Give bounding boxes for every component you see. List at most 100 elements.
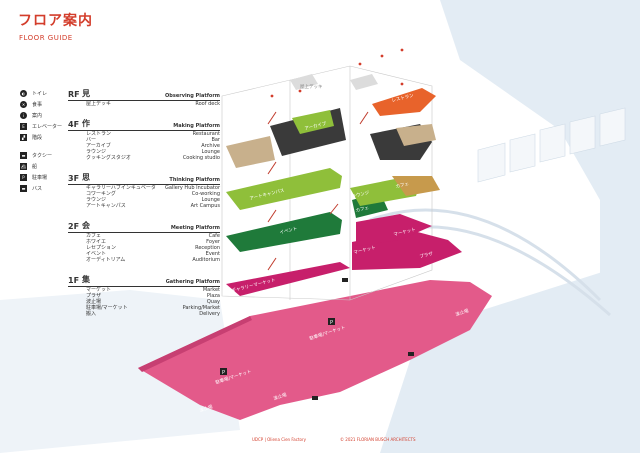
- floor-facility: マーケット Market: [68, 287, 220, 293]
- floor-1f: [226, 214, 462, 296]
- floor-number: 1F: [68, 276, 80, 285]
- legend-item: ⛴船: [20, 161, 62, 172]
- floor-facility: ホワイエ Foyer: [68, 239, 220, 245]
- facility-jp: アーカイブ: [86, 143, 111, 149]
- svg-text:P: P: [222, 370, 225, 376]
- elevator-icon: E: [20, 123, 27, 130]
- facility-jp: ホワイエ: [86, 239, 106, 245]
- facility-en: Reception: [195, 245, 220, 251]
- legend-label: トイレ: [32, 91, 48, 97]
- facility-en: Co-working: [191, 191, 220, 197]
- facility-en: Auditorium: [192, 257, 220, 263]
- floor-facility: バー Bar: [68, 137, 220, 143]
- legend-label: 食事: [32, 102, 43, 108]
- floor-facility: ラウンジ Lounge: [68, 149, 220, 155]
- legend-item: ▞ 階段: [20, 132, 62, 143]
- facility-en: Foyer: [206, 239, 220, 245]
- facility-en: Market: [202, 287, 220, 293]
- floor-kanji: 会: [82, 221, 90, 230]
- floor-platform: Thinking Platform: [169, 177, 220, 183]
- food-icon: ✕: [20, 101, 27, 108]
- floor-number: RF: [68, 90, 80, 99]
- label-plaza: プラザ: [419, 251, 434, 260]
- label-roof: 屋上デッキ: [300, 83, 323, 90]
- floor-kanji: 思: [82, 173, 90, 182]
- floor-platform: Gathering Platform: [165, 279, 220, 285]
- stairs-icon: ▞: [20, 134, 27, 141]
- facility-jp: レストラン: [86, 131, 112, 137]
- legend-label: 階段: [32, 135, 43, 141]
- facility-jp: クッキングスタジオ: [86, 155, 131, 161]
- facility-jp: ギャラリーハブインキュベータ: [86, 185, 156, 191]
- facility-en: Archive: [201, 143, 220, 149]
- facility-jp: レセプション: [86, 245, 117, 251]
- legend-label: エレベーター: [32, 124, 63, 130]
- floor-facility: レセプション Reception: [68, 245, 220, 251]
- facility-en: Event: [205, 251, 220, 257]
- floor-platform: Observing Platform: [165, 93, 220, 99]
- floor-number: 2F: [68, 222, 80, 231]
- label-quay-1: 波止場: [454, 307, 469, 318]
- legend-label: バス: [32, 186, 43, 192]
- facility-en: Bar: [211, 137, 220, 143]
- facility-en: Restaurant: [192, 131, 220, 137]
- facility-jp: 搬入: [86, 311, 97, 317]
- floor-facility: コワーキング Co-working: [68, 191, 220, 197]
- footer-left: UDCP | Oliena Cien Factory: [252, 437, 306, 442]
- facility-jp: プラザ: [86, 293, 102, 299]
- legend-item: ✕ 食事: [20, 99, 62, 110]
- facility-jp: オーディトリアム: [86, 257, 126, 263]
- legend-label: 案内: [32, 113, 43, 119]
- label-cafe-3f: カフェ: [395, 181, 410, 190]
- facility-jp: マーケット: [86, 287, 112, 293]
- facility-en: Plaza: [206, 293, 220, 299]
- legend-item: ◐ トイレ: [20, 88, 62, 99]
- floor-platform: Making Platform: [173, 123, 220, 129]
- floor-rf: [290, 74, 436, 116]
- facility-en: Cafe: [208, 233, 220, 239]
- label-restaurant: レストラン: [391, 93, 415, 104]
- boat-icon: [312, 278, 414, 400]
- floor-facility: プラザ Plaza: [68, 293, 220, 299]
- boat-icon: ⛴: [20, 163, 27, 170]
- facility-jp: バー: [86, 137, 97, 143]
- legend-item: E エレベーター: [20, 121, 62, 132]
- stairs: [267, 111, 369, 271]
- floor-facility: レストラン Restaurant: [68, 131, 220, 137]
- toilet-icon: ◐: [20, 90, 27, 97]
- parking-icon: P P: [220, 318, 335, 376]
- footer-right: © 2021 FLORIAN BUSCH ARCHITECTS: [340, 437, 416, 442]
- legend-label: タクシー: [32, 153, 53, 159]
- facility-en: Lounge: [201, 197, 220, 203]
- svg-text:P: P: [330, 320, 333, 326]
- facility-jp: ラウンジ: [86, 149, 107, 155]
- page-title: フロア案内: [18, 13, 93, 29]
- facility-jp: アートキャンパス: [86, 203, 126, 209]
- floor-3f: [226, 168, 440, 210]
- facility-jp: コワーキング: [86, 191, 116, 197]
- facility-en: Roof deck: [195, 101, 220, 107]
- piers: [477, 107, 626, 183]
- facility-en: Quay: [206, 299, 220, 305]
- info-icon: i: [20, 112, 27, 119]
- floor-facility: 波止場 Quay: [68, 299, 220, 305]
- facility-en: Art Campus: [190, 203, 220, 209]
- facility-jp: 波止場: [86, 299, 102, 305]
- facility-en: Lounge: [201, 149, 220, 155]
- floor-platform: Meeting Platform: [170, 225, 220, 231]
- facility-en: Gallery Hub Incubator: [165, 185, 220, 191]
- page-subtitle: FLOOR GUIDE: [19, 34, 73, 42]
- floor-kanji: 集: [82, 275, 90, 284]
